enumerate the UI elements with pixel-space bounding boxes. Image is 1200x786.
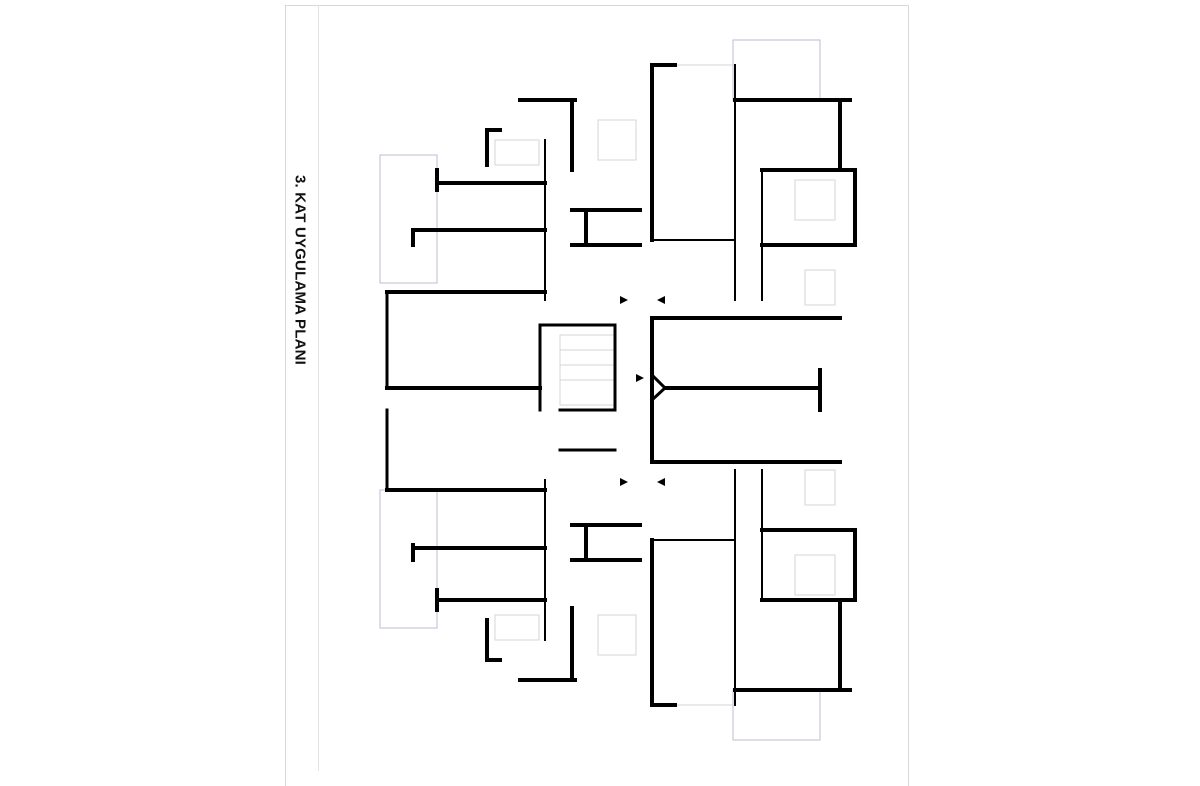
furniture [494,64,836,706]
balcony-left-bottom [379,489,438,629]
walls [385,63,857,707]
margin-line [318,5,319,771]
balcony-right-bottom [732,689,821,741]
balcony-right-top [732,39,821,101]
direction-markers [620,296,665,486]
balcony-left-top [379,154,438,284]
drawing-sheet [285,5,909,786]
